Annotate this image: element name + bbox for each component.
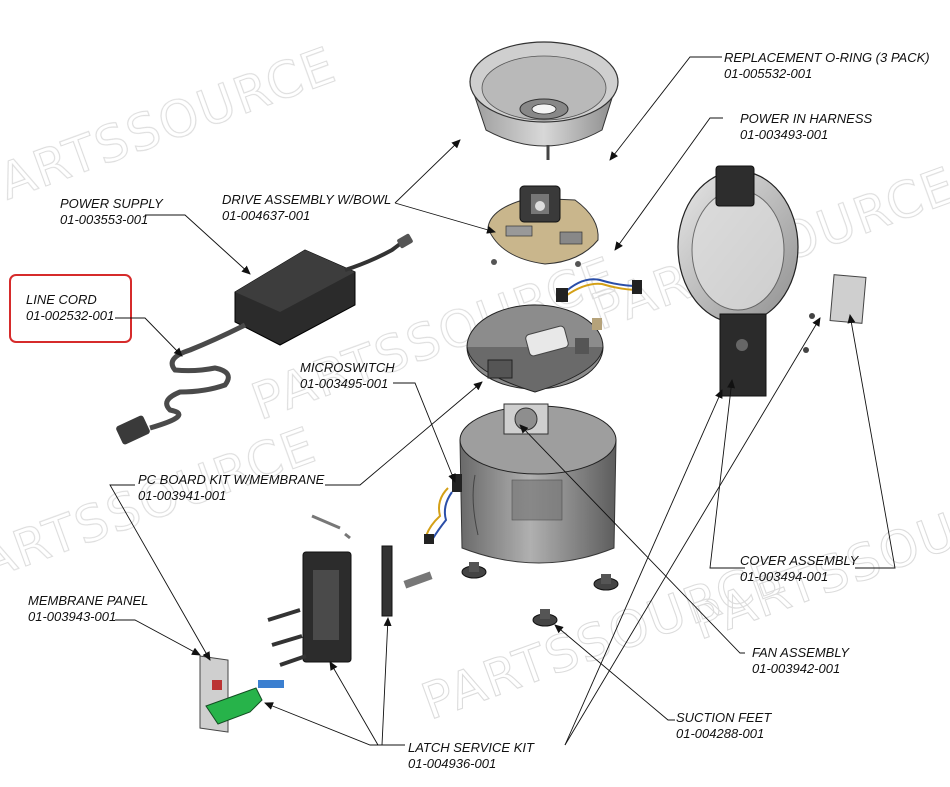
bowl-drawing — [469, 41, 619, 160]
part-number-label: 01-003553-001 — [60, 212, 148, 227]
part-number-label: 01-003495-001 — [300, 376, 388, 391]
part-name-label: REPLACEMENT O-RING (3 PACK) — [724, 50, 930, 65]
part-number-label: 01-002532-001 — [26, 308, 114, 323]
part-name-label: POWER IN HARNESS — [740, 111, 873, 126]
part-name-label: SUCTION FEET — [676, 710, 772, 725]
part-number-label: 01-003943-001 — [28, 609, 116, 624]
pc-board-drawing — [466, 304, 604, 393]
part-name-label: PC BOARD KIT W/MEMBRANE — [138, 472, 325, 487]
part-number-label: 01-003942-001 — [752, 661, 840, 676]
part-name-label: LATCH SERVICE KIT — [408, 740, 535, 755]
part-name-label: DRIVE ASSEMBLY W/BOWL — [222, 192, 391, 207]
part-name-label: MEMBRANE PANEL — [28, 593, 148, 608]
part-number-label: 01-004288-001 — [676, 726, 764, 741]
part-name-label: POWER SUPPLY — [60, 196, 164, 211]
base-canister-drawing — [459, 403, 617, 564]
watermark-text: PARTSSOURCE — [0, 416, 324, 601]
part-name-label: MICROSWITCH — [300, 360, 395, 375]
part-number-label: 01-004637-001 — [222, 208, 310, 223]
power-harness-drawing — [556, 278, 642, 302]
microswitch-drawing — [424, 474, 462, 544]
part-name-label: LINE CORD — [26, 292, 97, 307]
part-number-label: 01-003494-001 — [740, 569, 828, 584]
cover-assembly-drawing — [677, 165, 867, 397]
line-cord-highlight-box — [9, 274, 132, 343]
part-number-label: 01-003493-001 — [740, 127, 828, 142]
membrane-panel-drawing — [199, 655, 284, 733]
suction-feet-drawing — [461, 562, 619, 627]
part-number-label: 01-004936-001 — [408, 756, 496, 771]
part-name-label: FAN ASSEMBLY — [752, 645, 850, 660]
part-name-label: COVER ASSEMBLY — [740, 553, 860, 568]
part-number-label: 01-003941-001 — [138, 488, 226, 503]
power-supply-drawing — [116, 233, 413, 445]
latch-parts-drawing — [267, 514, 433, 667]
part-number-label: 01-005532-001 — [724, 66, 812, 81]
callout-labels: REPLACEMENT O-RING (3 PACK) 01-005532-00… — [26, 50, 930, 771]
drive-assembly-drawing — [487, 185, 599, 267]
leader-lines — [109, 56, 896, 746]
